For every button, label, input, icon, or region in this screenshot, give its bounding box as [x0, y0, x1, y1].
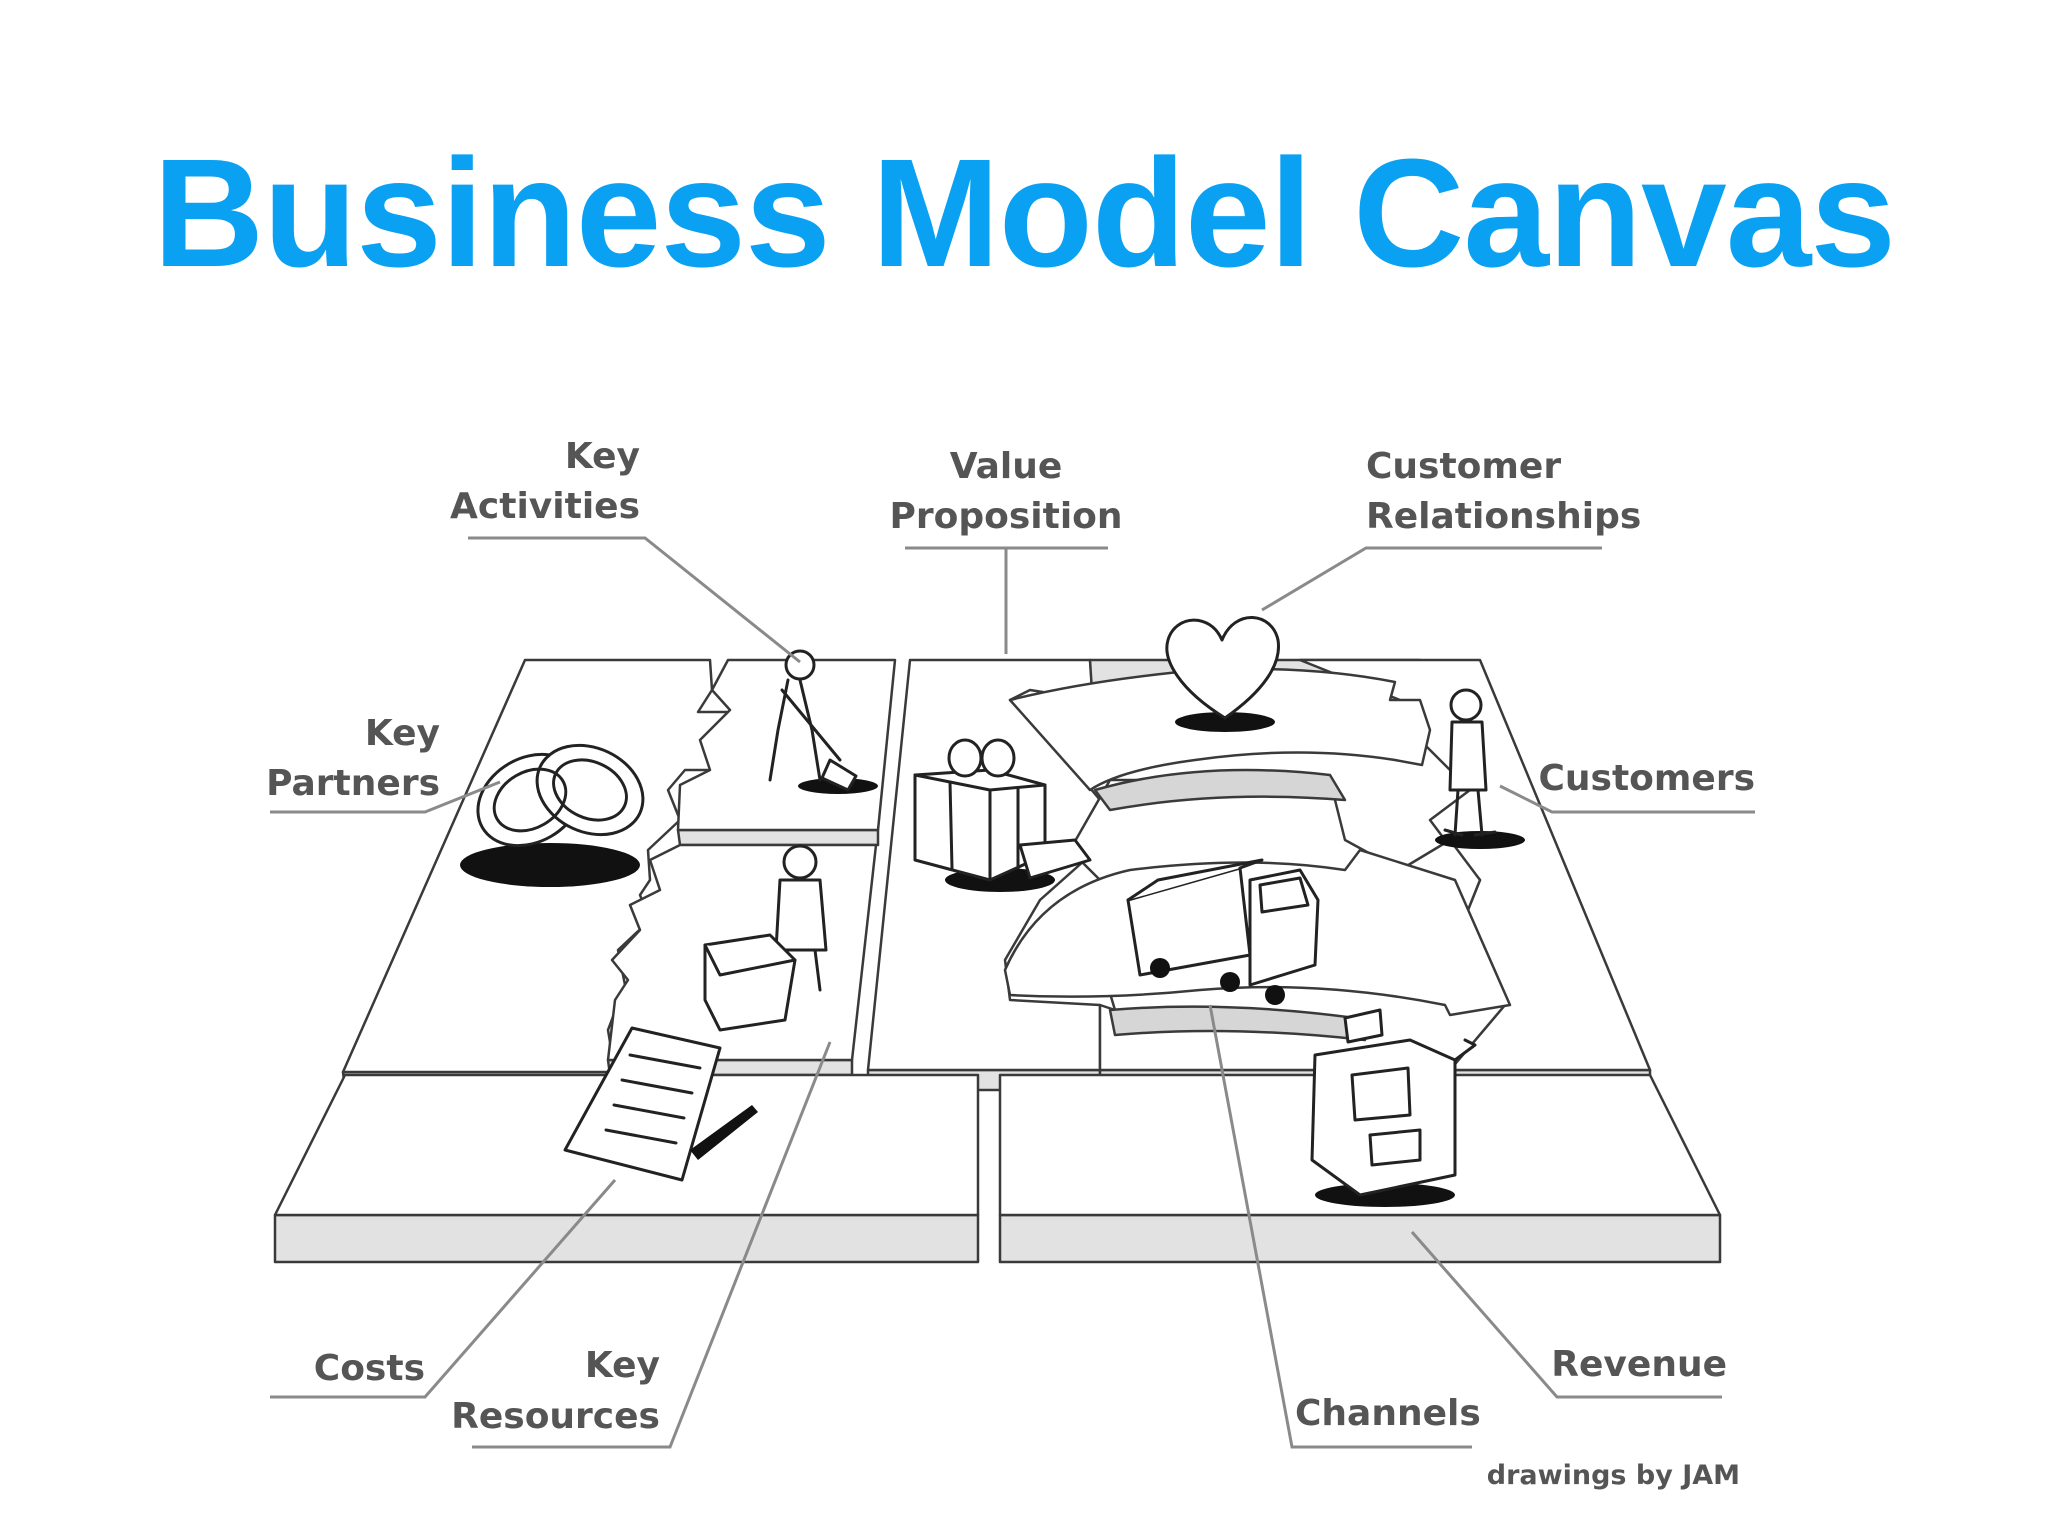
- label-customer-relationships-line1: Customer: [1366, 446, 1561, 487]
- gift-box-icon: [913, 738, 1092, 892]
- label-key-resources-line1: Key: [585, 1345, 660, 1386]
- interlocked-rings-icon: [460, 743, 645, 887]
- label-key-partners-line2: Partners: [266, 763, 440, 804]
- label-customers: Customers: [1538, 758, 1755, 799]
- page-title: Business Model Canvas: [152, 127, 1896, 299]
- illustration-credit: drawings by JAM: [1487, 1460, 1740, 1491]
- label-revenue: Revenue: [1551, 1344, 1727, 1385]
- label-value-proposition-line1: Value: [950, 446, 1063, 487]
- label-value-proposition-line2: Proposition: [889, 496, 1122, 537]
- standing-person-icon: [1435, 688, 1525, 849]
- label-key-partners-line1: Key: [365, 713, 440, 754]
- label-key-activities-line1: Key: [565, 436, 640, 477]
- person-with-machine-icon: [703, 844, 828, 1032]
- heart-icon: [1165, 616, 1280, 732]
- bill-document-icon: [563, 1026, 758, 1182]
- label-key-activities-line2: Activities: [450, 486, 640, 527]
- label-costs: Costs: [314, 1348, 425, 1389]
- leader-lines: [270, 536, 1755, 1449]
- label-customer-relationships-line2: Relationships: [1366, 496, 1641, 537]
- label-channels: Channels: [1295, 1393, 1481, 1434]
- delivery-truck-icon: [1126, 858, 1320, 1005]
- cash-register-icon: [1310, 1008, 1477, 1207]
- label-key-resources-line2: Resources: [451, 1396, 660, 1437]
